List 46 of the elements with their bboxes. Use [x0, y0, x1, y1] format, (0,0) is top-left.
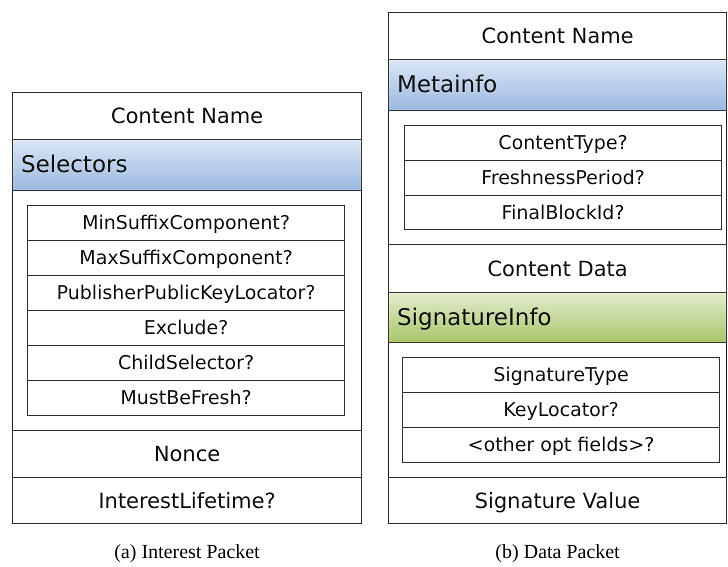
subfield-row: [27, 345, 345, 381]
section-title: Selectors: [21, 152, 128, 178]
field-name: Nonce: [154, 442, 220, 466]
subfield-row: [404, 160, 722, 196]
subfield-row: [27, 240, 345, 276]
subfield-row: [404, 125, 722, 161]
subfield-row: [402, 427, 720, 463]
field-name: Exclude?: [144, 317, 228, 339]
field-name: ChildSelector?: [118, 352, 254, 374]
section-title: SignatureInfo: [397, 304, 552, 330]
field-name: MinSuffixComponent?: [82, 212, 290, 234]
field-name: FinalBlockId?: [502, 202, 624, 224]
field-name: Signature Value: [474, 488, 640, 512]
subfield-row: [404, 195, 722, 230]
section-header-band: [388, 59, 727, 111]
figure-caption: (b) Data Packet: [495, 541, 620, 564]
packet-frame: [12, 92, 362, 524]
subfield-table: [404, 125, 722, 230]
field-row: [12, 430, 362, 478]
field-row: [388, 477, 727, 524]
subfield-row: [27, 380, 345, 416]
section-header-band: [12, 139, 362, 191]
field-name: ContentType?: [498, 132, 628, 154]
subfield-table: [27, 205, 345, 416]
field-row: [12, 477, 362, 524]
field-name: FreshnessPeriod?: [481, 167, 645, 189]
field-name: MaxSuffixComponent?: [79, 247, 293, 269]
field-name: Content Name: [481, 24, 634, 48]
packet-frame: [388, 12, 727, 524]
subfield-row: [27, 205, 345, 241]
field-name: SignatureType: [493, 364, 629, 386]
subfield-row: [27, 275, 345, 311]
figure-caption: (a) Interest Packet: [114, 541, 260, 564]
section-title: Metainfo: [397, 72, 498, 98]
section-header-band: [388, 292, 727, 343]
field-name: Content Data: [487, 256, 628, 280]
subfield-table: [402, 357, 720, 463]
field-name: PublisherPublicKeyLocator?: [56, 282, 316, 304]
field-name: MustBeFresh?: [120, 387, 252, 409]
field-name: <other opt fields>?: [468, 434, 654, 456]
subfield-row: [27, 310, 345, 346]
field-name: KeyLocator?: [503, 399, 619, 421]
field-name: InterestLifetime?: [98, 488, 276, 512]
field-name: Content Name: [110, 104, 264, 128]
subfield-row: [402, 392, 720, 428]
subfield-row: [402, 357, 720, 393]
